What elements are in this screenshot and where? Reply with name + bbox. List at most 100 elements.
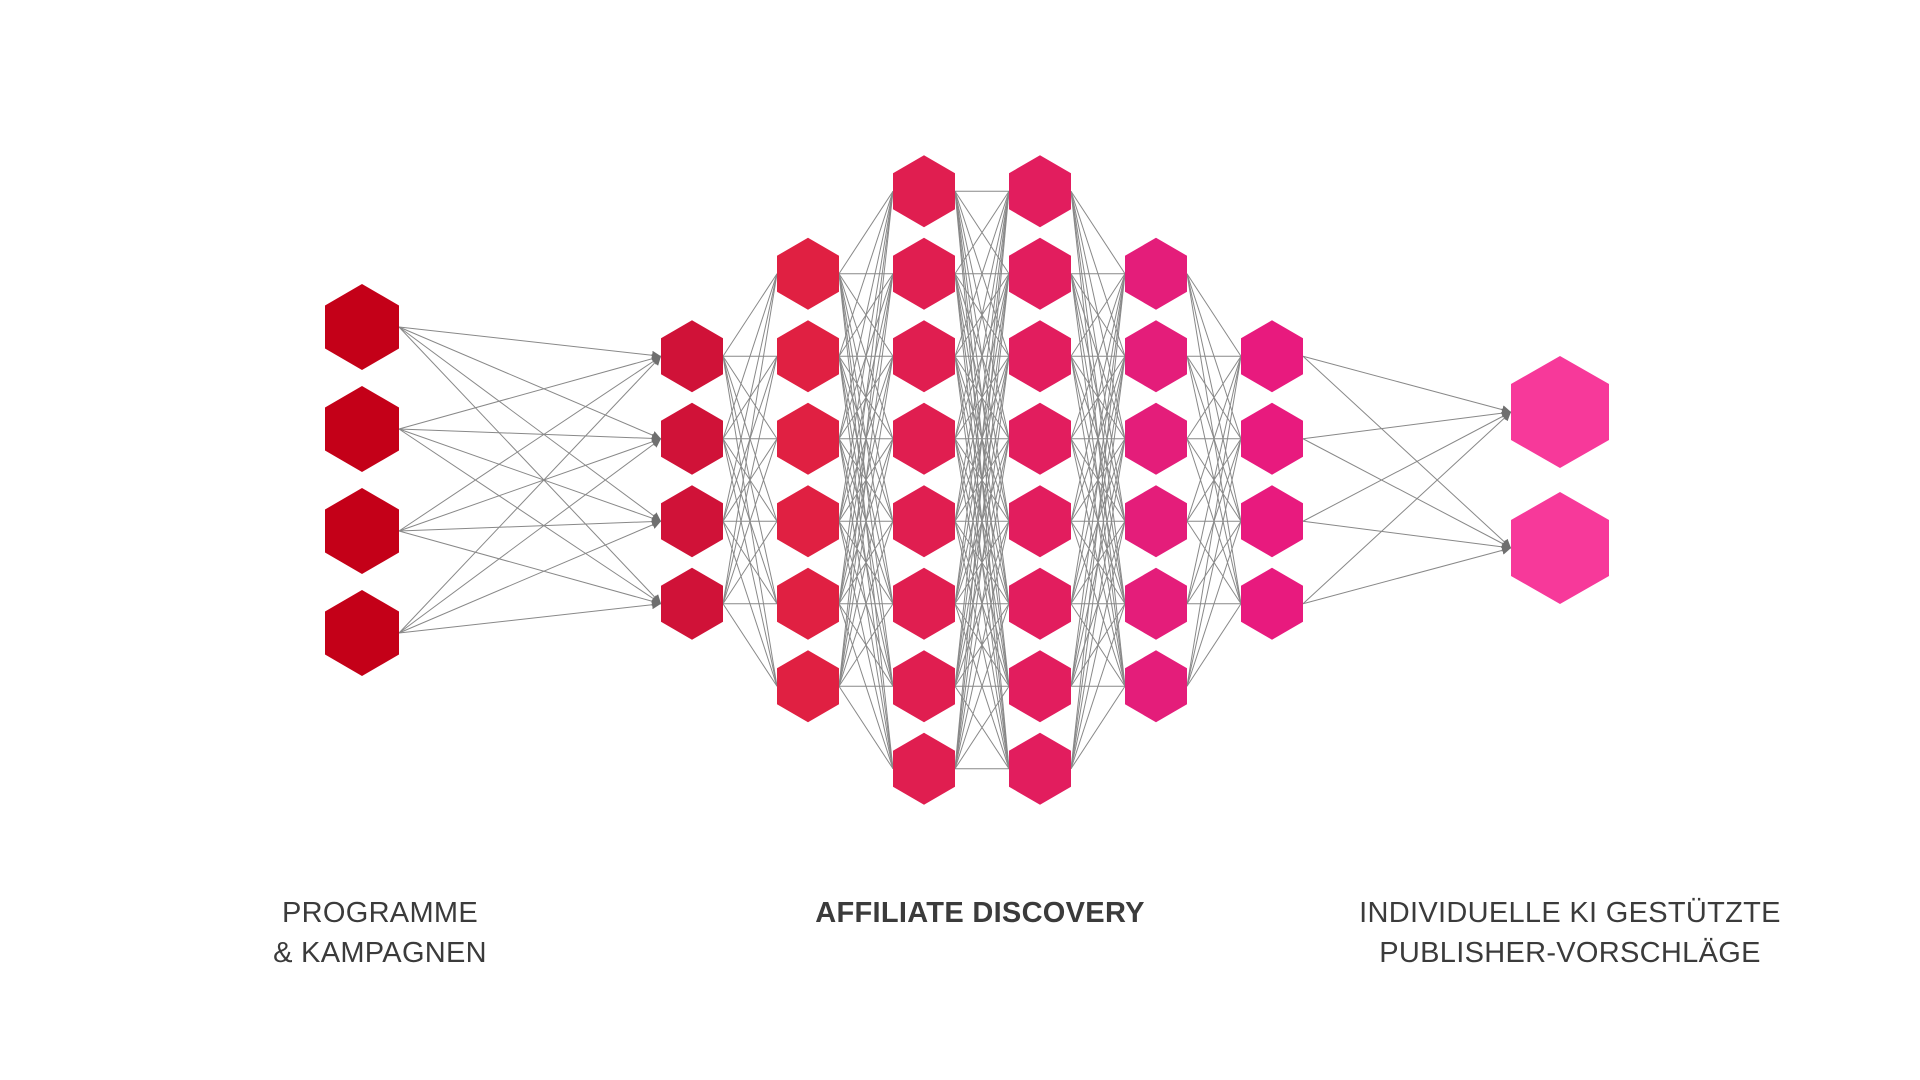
hexagon-node-layer-4 [893,402,955,475]
connection-line [954,273,1010,769]
connection-line [398,438,662,634]
connection-line [838,603,894,687]
hexagon-node-layer-1 [325,590,399,676]
connection-line [1302,355,1512,549]
connection-line [1186,273,1242,357]
hexagon-node-layer-7 [1241,567,1303,640]
connection-line [1302,408,1512,440]
hexagon-node-layer-2 [661,485,723,558]
connection-line [954,438,1010,769]
output-label-line: INDIVIDUELLE KI GESTÜTZTE [1359,897,1781,929]
hexagon-node-layer-5 [1009,567,1071,640]
connection-line [398,530,662,606]
connection-line [398,326,662,360]
connection-line [1070,438,1126,769]
connection-line [1302,438,1512,549]
connection-line [954,191,1010,357]
connection-line [1302,355,1512,415]
input-label-line: & KAMPAGNEN [273,937,487,969]
connection-line [954,191,1010,604]
hexagon-node-layer-6 [1125,567,1187,640]
connection-line [1070,273,1126,687]
connection-line [838,191,894,522]
connection-line [1186,356,1242,522]
connection-line [722,520,778,605]
connection-line [1070,685,1126,770]
connection-line [1070,273,1126,604]
connection-line [1186,355,1242,440]
connection-line [722,273,778,439]
connection-line [838,190,894,275]
connection-line [954,521,1010,769]
hexagon-node-layer-2 [661,402,723,475]
connection-line [722,273,778,357]
hexagon-node-layer-3 [777,650,839,723]
hexagon-node-layer-1 [325,386,399,472]
connection-line [722,356,778,604]
connection-line [1186,356,1242,687]
hexagon-node-layer-2 [661,567,723,640]
connection-line [954,191,1010,439]
connection-line [1302,520,1512,552]
hexagon-node-layer-3 [777,402,839,475]
connection-line [838,685,894,770]
connection-line [398,355,662,532]
connection-line [398,437,662,532]
hexagon-node-layer-1 [325,488,399,574]
hexagon-node-layer-2 [661,320,723,393]
connection-line [838,191,894,687]
hexagon-node-layer-5 [1009,320,1071,393]
connection-line [398,428,662,443]
connection-line [838,191,894,439]
connection-line [954,356,1010,769]
connection-line [838,273,894,687]
connection-line [954,603,1010,769]
connection-line [398,428,662,523]
connection-line [1302,545,1512,605]
layer-nodes [325,155,1609,805]
connection-line [954,191,1010,769]
input-label-line: PROGRAMME [281,897,479,929]
connection-line [722,273,778,604]
hexagon-node-layer-3 [777,320,839,393]
hexagon-node-layer-5 [1009,485,1071,558]
hexagon-node-layer-4 [893,567,955,640]
connection-line [722,438,778,604]
connection-line [398,326,662,605]
connection-line [722,273,778,522]
hexagon-node-layer-4 [893,485,955,558]
connection-line [1070,273,1126,357]
connection-line [398,428,662,605]
connection-line [1070,356,1126,769]
hexagon-node-layer-6 [1125,650,1187,723]
middle-label-line: AFFILIATE DISCOVERY [815,897,1145,929]
hexagon-node-layer-7 [1241,320,1303,393]
connection-line [1070,273,1126,769]
connection-line [954,685,1010,770]
connection-line [1302,411,1512,605]
connection-line [838,438,894,687]
hexagon-node-layer-4 [893,320,955,393]
connection-line [398,355,662,634]
output-label-line: PUBLISHER-VORSCHLÄGE [1379,937,1761,969]
connection-line [1186,521,1242,687]
hexagon-node-layer-8 [1511,492,1609,604]
connection-line [398,354,662,430]
connection-line [1070,603,1126,769]
hexagon-node-layer-6 [1125,320,1187,393]
connection-line [838,191,894,357]
connection-line [1070,521,1126,769]
hexagon-node-layer-3 [777,485,839,558]
connection-line [398,600,662,634]
hexagon-node-layer-3 [777,567,839,640]
hexagon-node-layer-6 [1125,237,1187,310]
connection-line [954,191,1010,687]
middle-label: AFFILIATE DISCOVERY [780,893,1180,933]
connection-line [1186,438,1242,687]
connection-line [398,517,662,532]
connection-line [1070,190,1126,275]
hexagon-node-layer-7 [1241,402,1303,475]
hexagon-node-layer-4 [893,155,955,228]
hexagon-node-layer-4 [893,650,955,723]
